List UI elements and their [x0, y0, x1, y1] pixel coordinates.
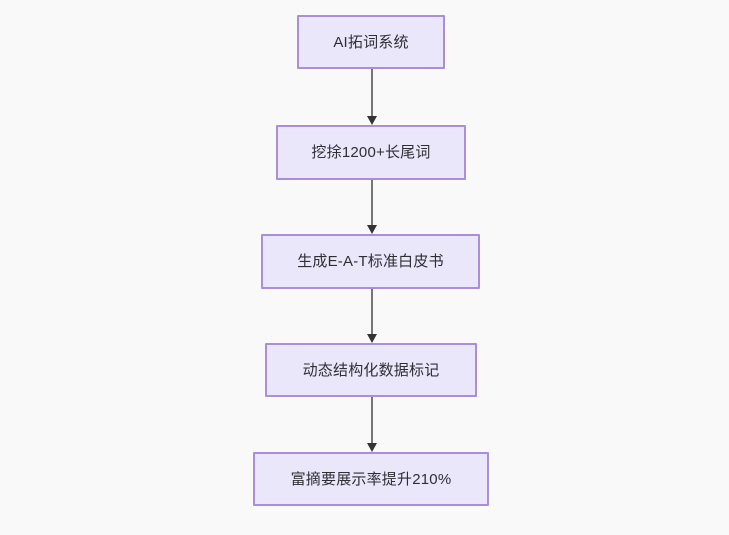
connector-line	[371, 289, 373, 334]
arrowhead-icon	[367, 225, 377, 234]
flow-node-dynamic-structured-data-markup[interactable]: 动态结构化数据标记	[265, 343, 477, 397]
connector-line	[371, 69, 373, 116]
flow-node-label: 富摘要展示率提升210%	[290, 470, 452, 488]
flow-node-label: 动态结构化数据标记	[302, 361, 440, 379]
connector-line	[371, 397, 373, 443]
arrowhead-icon	[367, 334, 377, 343]
flow-node-generate-eat-whitepaper[interactable]: 生成E-A-T标准白皮书	[261, 234, 480, 289]
arrowhead-icon	[367, 443, 377, 452]
flow-node-label: AI拓词系统	[333, 33, 409, 51]
arrowhead-icon	[367, 116, 377, 125]
connector-line	[371, 180, 373, 225]
flow-node-label: 生成E-A-T标准白皮书	[297, 253, 444, 270]
flow-node-rich-snippet-rate-increase[interactable]: 富摘要展示率提升210%	[253, 452, 489, 506]
flow-node-ai-keyword-system[interactable]: AI拓词系统	[297, 15, 445, 69]
flow-node-label: 挖捈1200+长尾词	[311, 144, 431, 161]
flow-node-mine-longtail-keywords[interactable]: 挖捈1200+长尾词	[276, 125, 466, 180]
